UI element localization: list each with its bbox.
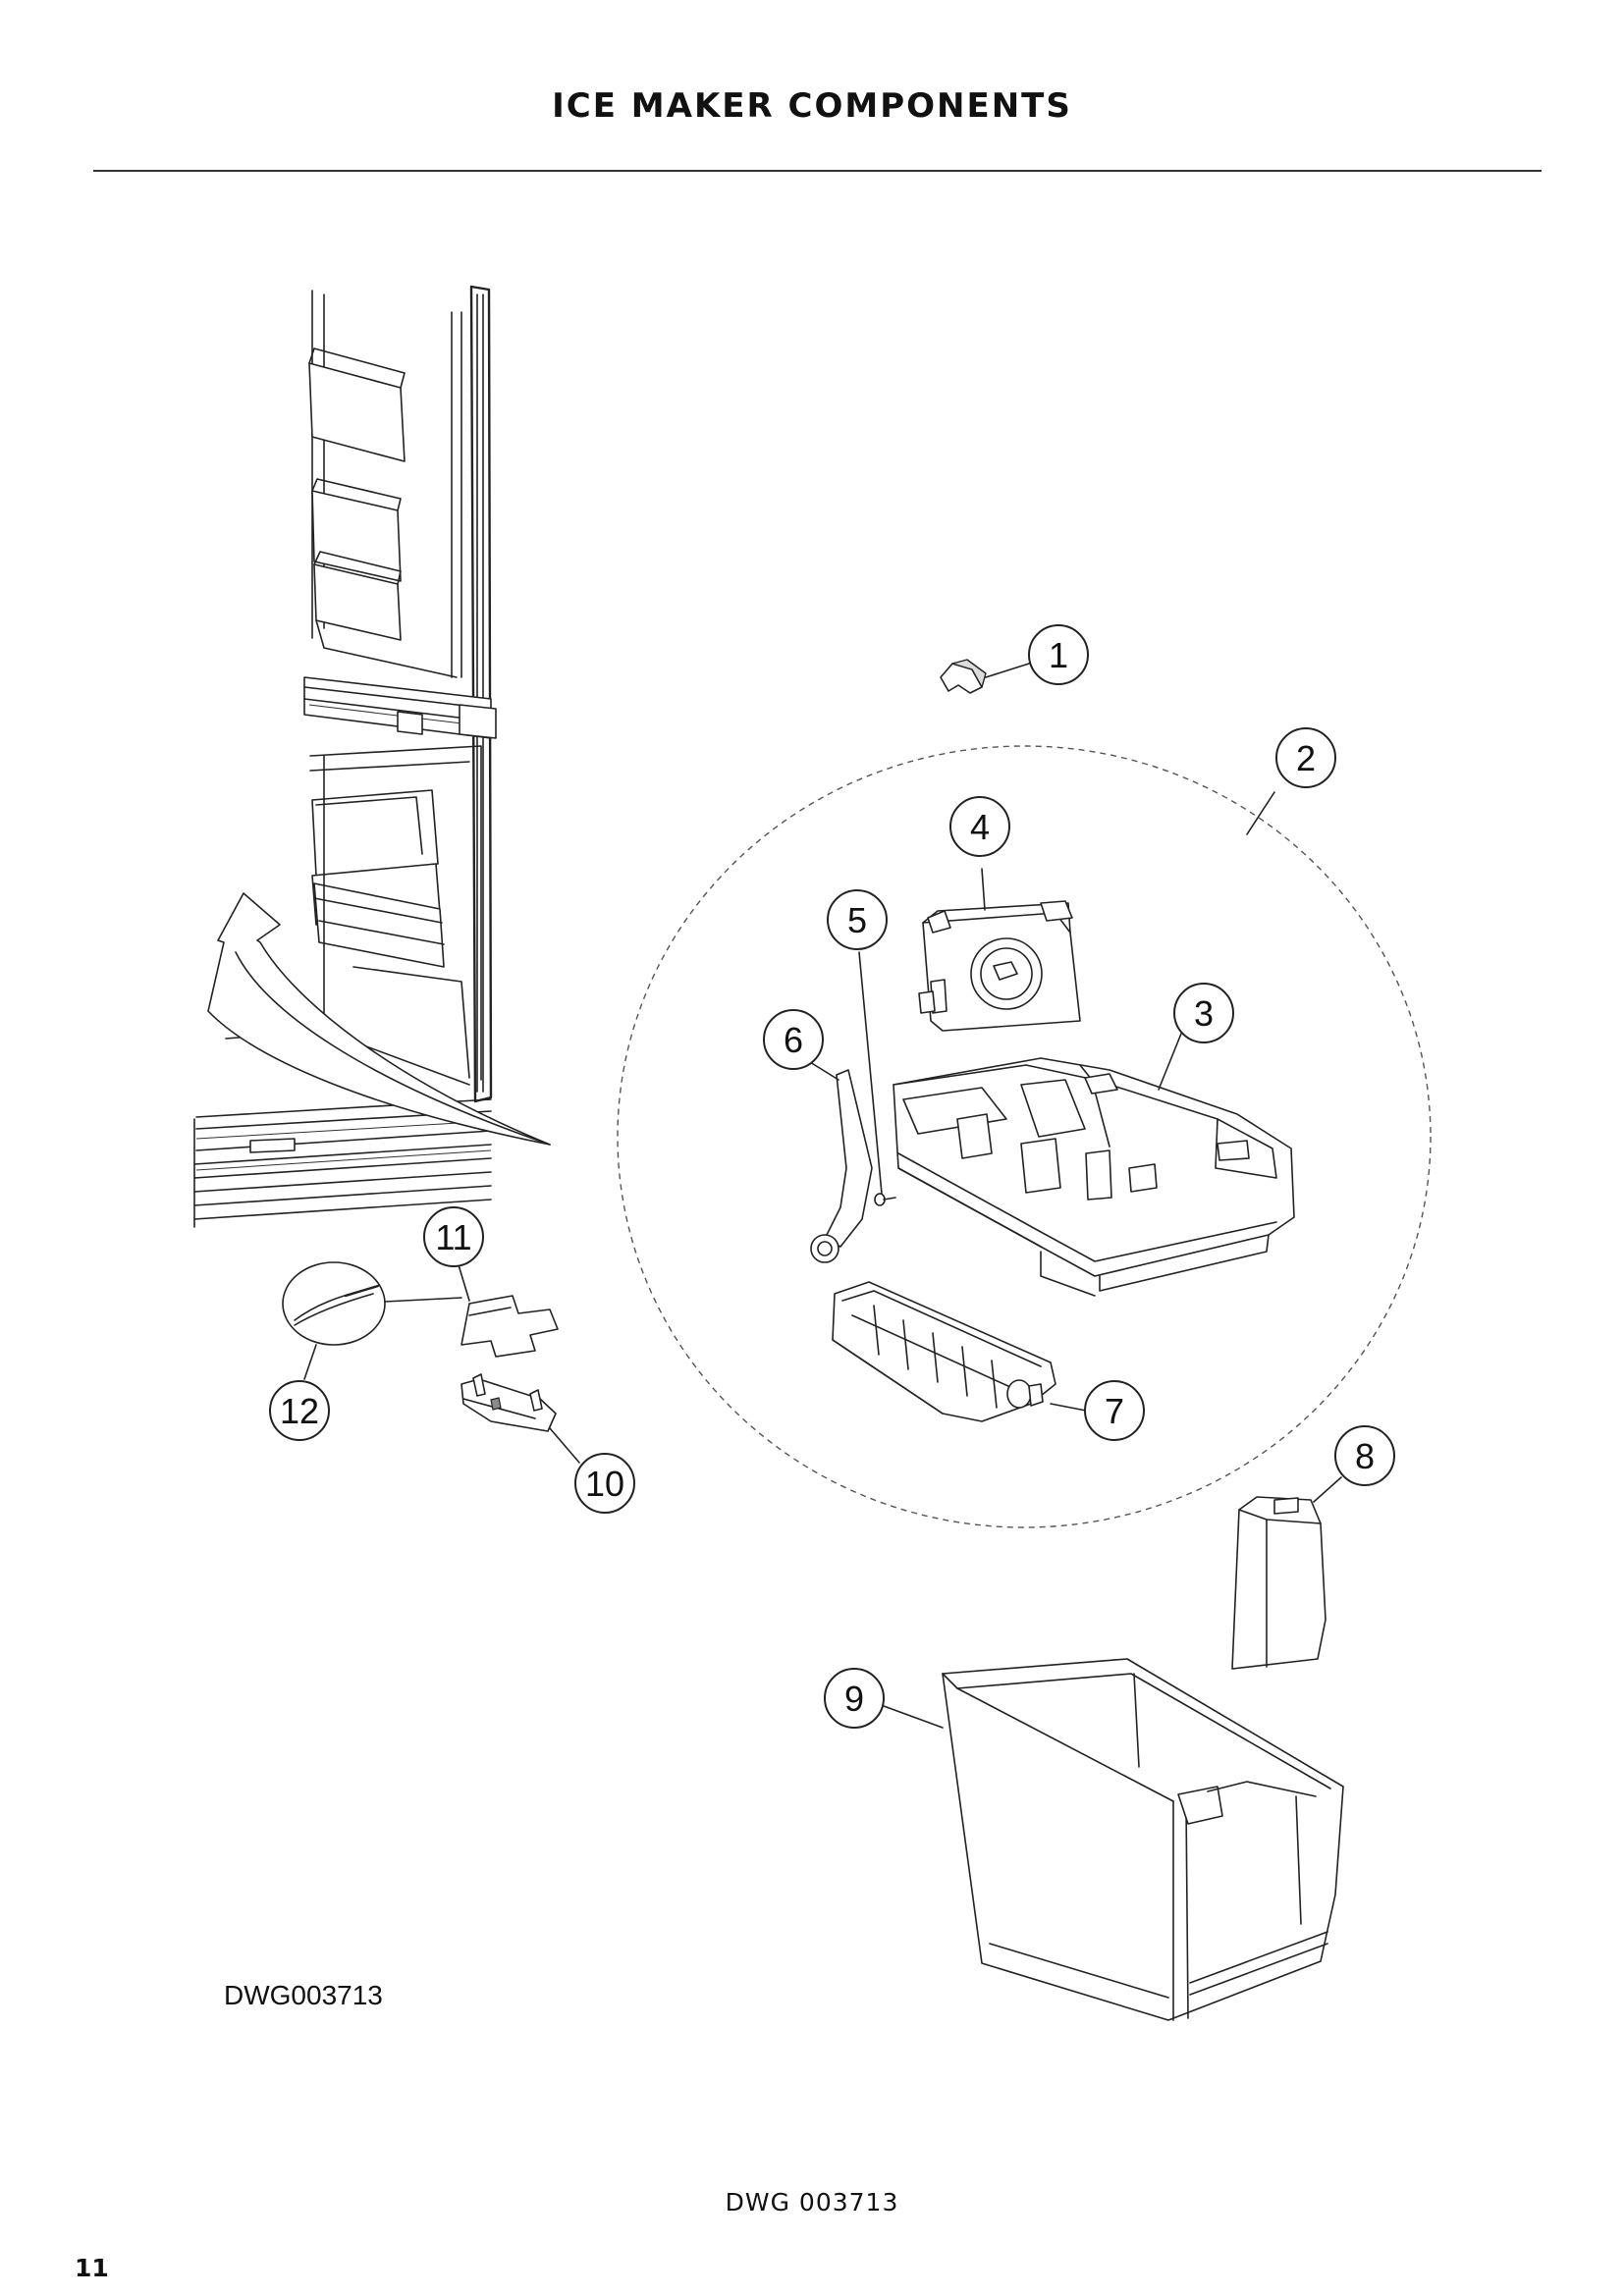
- assembly-boundary-dashed: [617, 745, 1432, 1528]
- page-number: 11: [75, 2254, 109, 2282]
- callout-6-label: 6: [784, 1020, 803, 1060]
- callout-5: 5: [827, 889, 888, 950]
- callout-6: 6: [763, 1009, 824, 1070]
- drawing-code: DWG003713: [224, 1980, 383, 2010]
- callout-11-label: 11: [435, 1217, 471, 1257]
- callout-10-label: 10: [585, 1464, 624, 1504]
- callout-3: 3: [1173, 983, 1234, 1043]
- part-1-clip: [940, 659, 1030, 694]
- callout-1: 1: [1028, 624, 1089, 685]
- part-5-screw: [858, 951, 896, 1206]
- part-11-clip: [456, 1257, 559, 1358]
- part-12-sensor: [282, 1261, 462, 1380]
- part-8-cover: [1231, 1476, 1342, 1670]
- callout-3-label: 3: [1194, 993, 1214, 1034]
- callout-4-label: 4: [970, 807, 990, 847]
- callout-8-label: 8: [1355, 1436, 1375, 1476]
- title-divider: [93, 170, 1542, 172]
- callout-4: 4: [949, 796, 1010, 857]
- callout-11: 11: [423, 1206, 484, 1267]
- callout-5-label: 5: [847, 900, 867, 940]
- part-9-ice-bucket: [883, 1658, 1344, 2021]
- footer-drawing-code: DWG 003713: [725, 2188, 899, 2216]
- callout-7: 7: [1084, 1380, 1145, 1441]
- callout-9: 9: [824, 1668, 885, 1729]
- page-title: ICE MAKER COMPONENTS: [552, 86, 1072, 126]
- callout-12-label: 12: [280, 1391, 319, 1431]
- callout-10: 10: [574, 1453, 635, 1514]
- part-10-bracket: [460, 1373, 580, 1464]
- part-6-arm: [809, 1061, 873, 1263]
- callout-8: 8: [1334, 1425, 1395, 1486]
- callout-12: 12: [269, 1380, 330, 1441]
- refrigerator-cabinet-drawing: [193, 285, 551, 1228]
- callout-2-label: 2: [1296, 738, 1316, 778]
- callout-7-label: 7: [1105, 1391, 1124, 1431]
- part-7-ice-tray: [832, 1281, 1087, 1422]
- part-4-motor-module: [918, 868, 1081, 1032]
- callout-9-label: 9: [844, 1679, 864, 1719]
- callout-1-label: 1: [1049, 635, 1068, 675]
- part-3-ice-maker-housing: [893, 1028, 1295, 1297]
- callout-2: 2: [1275, 727, 1336, 788]
